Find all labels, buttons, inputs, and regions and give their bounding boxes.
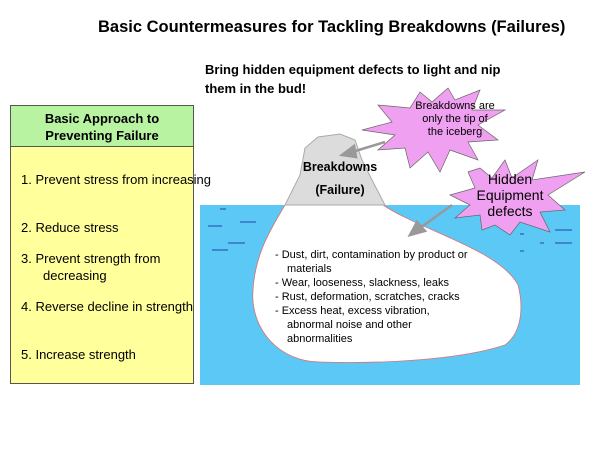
subtitle: Bring hidden equipment defects to light … [205, 62, 501, 96]
callout-hidden-burst [449, 159, 586, 236]
approach-item: 5. Increase strength [21, 347, 136, 362]
iceberg-tip [284, 133, 386, 206]
approach-item: 2. Reduce stress [21, 220, 119, 235]
callout-tip-text: Breakdowns are only the tip of the icebe… [415, 100, 495, 138]
tip-label-line1: Breakdowns [302, 160, 378, 174]
defect-item: - Wear, looseness, slackness, leaks [275, 277, 450, 289]
approach-item: 3. Prevent strength from decreasing [21, 251, 161, 283]
defect-item: - Rust, deformation, scratches, cracks [275, 291, 460, 303]
slide-title: Basic Countermeasures for Tackling Break… [98, 18, 566, 36]
approach-box: 1. Prevent stress from increasing 2. Red… [10, 146, 211, 384]
iceberg-underwater [252, 204, 522, 363]
defect-item: - Dust, dirt, contamination by product o… [275, 249, 468, 275]
water-ripples [208, 208, 572, 252]
hidden-defects-list: - Dust, dirt, contamination by product o… [275, 248, 482, 346]
defect-item: - Excess heat, excess vibration, abnorma… [275, 305, 430, 345]
approach-item: 1. Prevent stress from increasing [21, 172, 212, 187]
tip-label-line2: (Failure) [315, 183, 365, 197]
approach-item: 4. Reverse decline in strength [21, 299, 193, 314]
callout-hidden-text: Hidden Equipment defects [476, 171, 544, 219]
callout-tip-burst [361, 87, 507, 173]
approach-header: Basic Approach to Preventing Failure [10, 105, 194, 147]
